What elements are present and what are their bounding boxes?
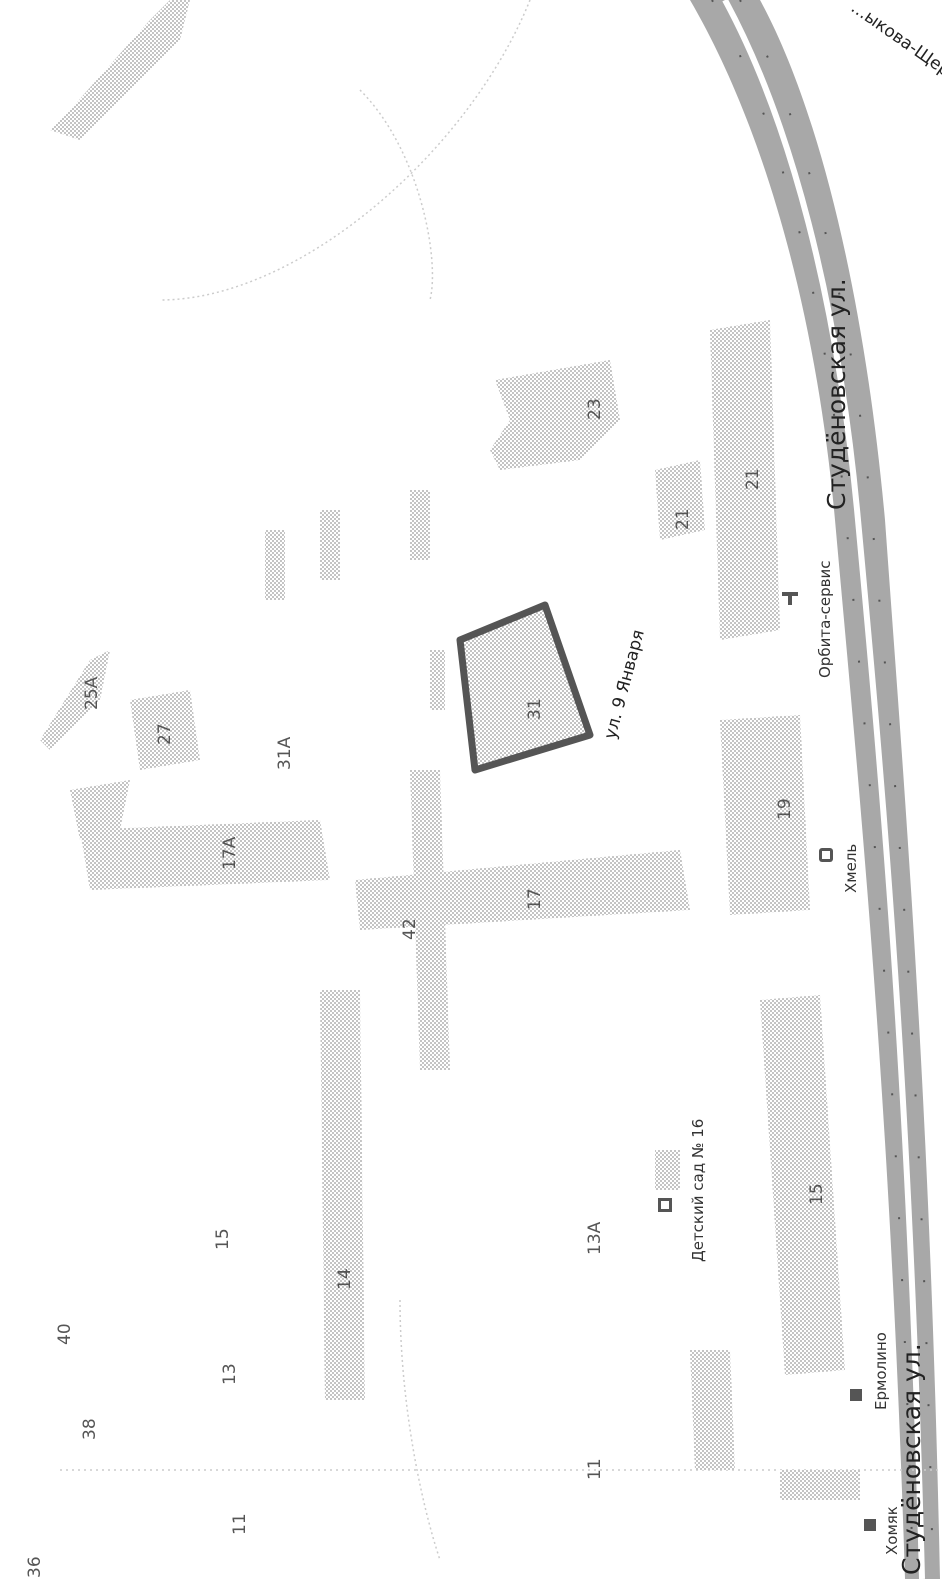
building-number-31: 31 [525, 698, 545, 720]
inner-road-3 [399, 1299, 441, 1561]
building-number-25a: 25А [82, 676, 102, 710]
building-bottom-2[interactable] [780, 1470, 860, 1500]
building-number-15-left: 15 [213, 1228, 233, 1250]
building-27[interactable] [130, 690, 200, 770]
building-number-14: 14 [335, 1268, 355, 1290]
road-studenovskaya-center [722, 0, 925, 1579]
beer-icon[interactable] [819, 848, 833, 862]
building-number-21: 21 [743, 468, 763, 490]
building-number-23: 23 [585, 398, 605, 420]
building-small-3[interactable] [320, 510, 340, 580]
building-31-highlight[interactable] [456, 601, 594, 774]
building-14[interactable] [320, 990, 365, 1400]
building-23[interactable] [490, 360, 620, 470]
building-21[interactable] [710, 320, 780, 640]
building-top-left[interactable] [50, 0, 190, 140]
road-marks [711, 0, 914, 1579]
building-kindergarten[interactable] [655, 1150, 680, 1190]
service-icon[interactable] [782, 592, 798, 605]
shop-icon-khomyak[interactable] [864, 1519, 876, 1531]
street-label-top: Студёновская ул. [822, 278, 851, 510]
building-number-31a: 31А [275, 736, 295, 770]
building-number-21-top: 21 [673, 508, 693, 530]
building-17a[interactable] [80, 820, 330, 890]
building-number-13a: 13А [585, 1221, 605, 1255]
building-number-17: 17 [525, 888, 545, 910]
building-number-17a: 17А [220, 836, 240, 870]
building-25a[interactable] [40, 650, 110, 750]
building-number-15: 15 [807, 1183, 827, 1205]
building-42[interactable] [410, 770, 450, 1070]
building-number-27: 27 [155, 723, 175, 745]
poi-label-khmel: Хмель [842, 844, 860, 893]
building-small-2[interactable] [265, 530, 285, 600]
building-number-40: 40 [55, 1323, 75, 1345]
building-number-19: 19 [775, 798, 795, 820]
building-number-11-left: 11 [230, 1513, 250, 1535]
poi-label-khomyak: Хомяк [883, 1506, 901, 1555]
building-bottom-1[interactable] [690, 1350, 735, 1470]
building-19[interactable] [720, 715, 810, 915]
street-label-side: ул. 9 Января [601, 628, 649, 742]
inner-road-1 [359, 89, 434, 301]
building-number-42: 42 [400, 918, 420, 940]
building-number-13: 13 [220, 1363, 240, 1385]
building-15[interactable] [760, 995, 845, 1375]
building-small-5[interactable] [430, 650, 445, 710]
poi-label-ermolino: Ермолино [872, 1332, 890, 1410]
building-small-4[interactable] [410, 490, 430, 560]
building-number-36: 36 [25, 1556, 45, 1578]
poi-label-kindergarten: Детский сад № 16 [689, 1119, 707, 1262]
road-corner [840, 0, 942, 130]
building-17[interactable] [355, 850, 690, 930]
building-number-38: 38 [80, 1418, 100, 1440]
street-label-bottom: Студёновская ул. [897, 1343, 926, 1575]
shop-cart-icon[interactable] [850, 1389, 862, 1401]
poi-label-orbita: Орбита-сервис [816, 560, 834, 678]
building-number-11: 11 [585, 1458, 605, 1480]
inner-road-2 [159, 0, 531, 301]
building-21-top[interactable] [655, 460, 705, 540]
kindergarten-icon[interactable] [658, 1198, 672, 1212]
building-small-1[interactable] [70, 780, 130, 840]
